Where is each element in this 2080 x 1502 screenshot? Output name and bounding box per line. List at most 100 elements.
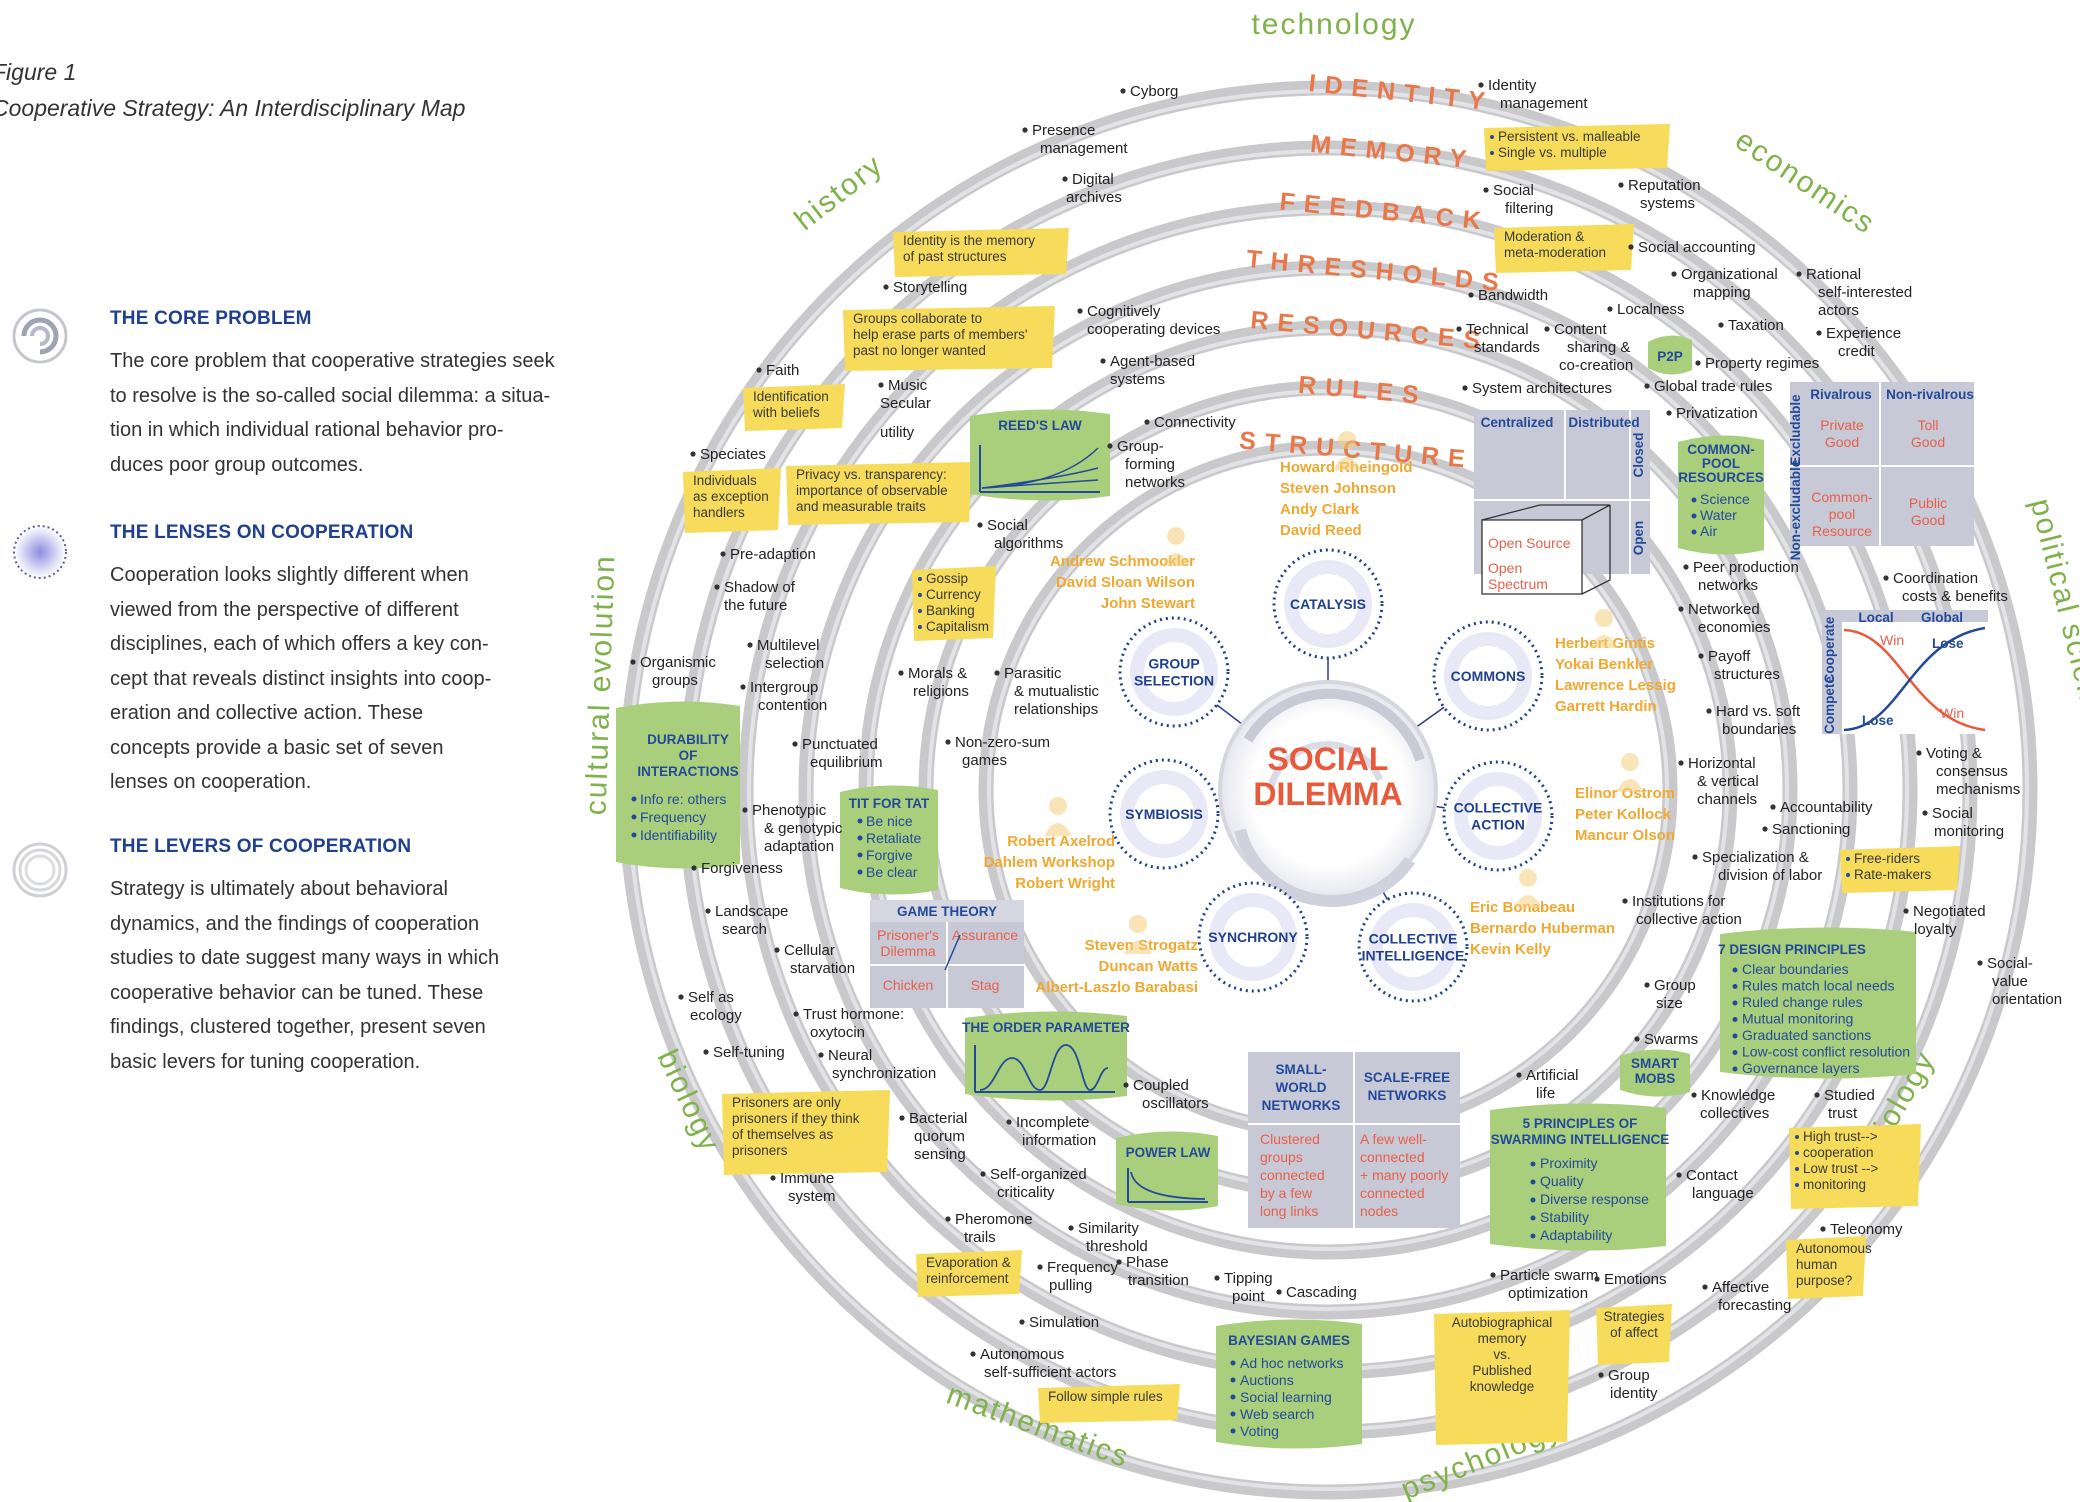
term-bullet <box>1883 575 1889 581</box>
lens-label: COLLECTIVE <box>1454 800 1543 816</box>
term: Group- <box>1107 438 1164 455</box>
note-bullet <box>918 609 922 613</box>
term-text: identity <box>1610 1385 1658 1402</box>
bullet <box>1732 984 1738 989</box>
term-text: Identity <box>1488 77 1537 94</box>
term: Tipping <box>1214 1270 1273 1287</box>
green-shape <box>965 1011 1127 1101</box>
tit-for-tat-head: TIT FOR TAT <box>849 796 930 811</box>
term: the future <box>724 597 787 614</box>
note-bullet <box>1846 873 1850 877</box>
term-text: forming <box>1125 456 1175 473</box>
term-text: oxytocin <box>810 1024 865 1041</box>
term: point <box>1232 1288 1265 1305</box>
term-text: value <box>1992 973 2028 990</box>
legend-line: basic levers for tuning cooperation. <box>110 1050 421 1073</box>
term: Particle swarm <box>1490 1267 1598 1284</box>
term: Organizational <box>1671 266 1778 283</box>
person-icon-body <box>1514 895 1542 908</box>
term: Peer production <box>1683 559 1799 576</box>
term-text: Negotiated <box>1913 903 1986 920</box>
term: Intergroup <box>740 679 818 696</box>
term-text: management <box>1040 140 1128 157</box>
term: Self-tuning <box>703 1044 785 1061</box>
tit-for-tat-item: Forgive <box>866 847 913 863</box>
note-paper <box>893 228 1069 277</box>
term-bullet <box>1770 804 1776 810</box>
term-text: synchronization <box>832 1065 936 1082</box>
term: self-sufficient actors <box>984 1364 1116 1381</box>
term: Connectivity <box>1144 414 1236 431</box>
term: oxytocin <box>810 1024 865 1041</box>
term-text: starvation <box>790 960 855 977</box>
lever-label: MEMORY <box>1309 130 1477 175</box>
term-text: Swarms <box>1644 1031 1698 1048</box>
bayesian-item: Ad hoc networks <box>1240 1355 1344 1371</box>
lens-label: ACTION <box>1471 817 1525 833</box>
term: search <box>722 921 767 938</box>
term-text: Trust hormone: <box>803 1006 904 1023</box>
legend-line: dynamics, and the findings of cooperatio… <box>110 912 480 935</box>
term-bullet <box>1544 326 1550 332</box>
person-name: Elinor Ostrom <box>1575 785 1675 802</box>
term: Social- <box>1977 955 2033 972</box>
bullet <box>1732 1000 1738 1006</box>
networks-cell: groups <box>1260 1149 1303 1165</box>
term-text: Cellular <box>784 942 835 959</box>
term: Cellular <box>774 942 835 959</box>
term-bullet <box>1077 308 1083 314</box>
open-source-label: Open Source <box>1488 535 1571 551</box>
note-text: Evaporation & <box>926 1255 1011 1270</box>
term: Forgiveness <box>691 860 783 877</box>
term-bullet <box>1062 176 1068 182</box>
term-bullet <box>899 1115 905 1121</box>
term-text: Contact <box>1686 1167 1739 1184</box>
term: Accountability <box>1770 799 1873 816</box>
term-bullet <box>1903 908 1909 914</box>
term-text: economies <box>1698 619 1771 636</box>
smart-mobs-label: SMART <box>1631 1056 1680 1071</box>
lens-circles: CATALYSISCOMMONSCOLLECTIVEACTIONCOLLECTI… <box>1108 548 1554 1003</box>
term: life <box>1536 1085 1555 1102</box>
term: religions <box>913 683 969 700</box>
term-bullet <box>1022 127 1028 133</box>
person-name: Peter Kollock <box>1575 806 1672 823</box>
term-text: ecology <box>690 1007 742 1024</box>
note-text: Individuals <box>693 473 757 488</box>
term-text: Specialization & <box>1702 849 1809 866</box>
person-icon-head <box>1621 753 1639 771</box>
term-text: Shadow of <box>724 579 796 596</box>
term-text: Autonomous <box>980 1346 1064 1363</box>
term-bullet <box>1718 322 1724 328</box>
term-text: costs & benefits <box>1902 588 2008 605</box>
person-icon-body <box>1333 457 1361 470</box>
goods-cell: Toll <box>1917 417 1938 433</box>
term-bullet <box>1820 1226 1826 1232</box>
note-text: knowledge <box>1470 1379 1535 1394</box>
term-text: collective action <box>1636 911 1742 928</box>
term-text: algorithms <box>994 535 1063 552</box>
term-text: religions <box>913 683 969 700</box>
bullet <box>857 852 863 858</box>
note-text: Free-riders <box>1854 851 1920 866</box>
term: Specialization & <box>1692 849 1809 866</box>
term: System architectures <box>1462 380 1612 397</box>
term: Reputation <box>1618 177 1701 194</box>
term: sensing <box>914 1146 966 1163</box>
term: Identity <box>1478 77 1537 94</box>
p2p-box: P2P <box>1648 335 1692 375</box>
term-bullet <box>756 367 762 373</box>
term: Privatization <box>1666 405 1758 422</box>
term: boundaries <box>1722 721 1796 738</box>
term: Digital <box>1062 171 1114 188</box>
term-bullet <box>630 659 636 665</box>
term-text: Similarity <box>1078 1220 1139 1237</box>
center-line1: SOCIAL <box>1268 741 1389 777</box>
person-name: Duncan Watts <box>1099 958 1198 975</box>
term-text: system <box>788 1188 836 1205</box>
